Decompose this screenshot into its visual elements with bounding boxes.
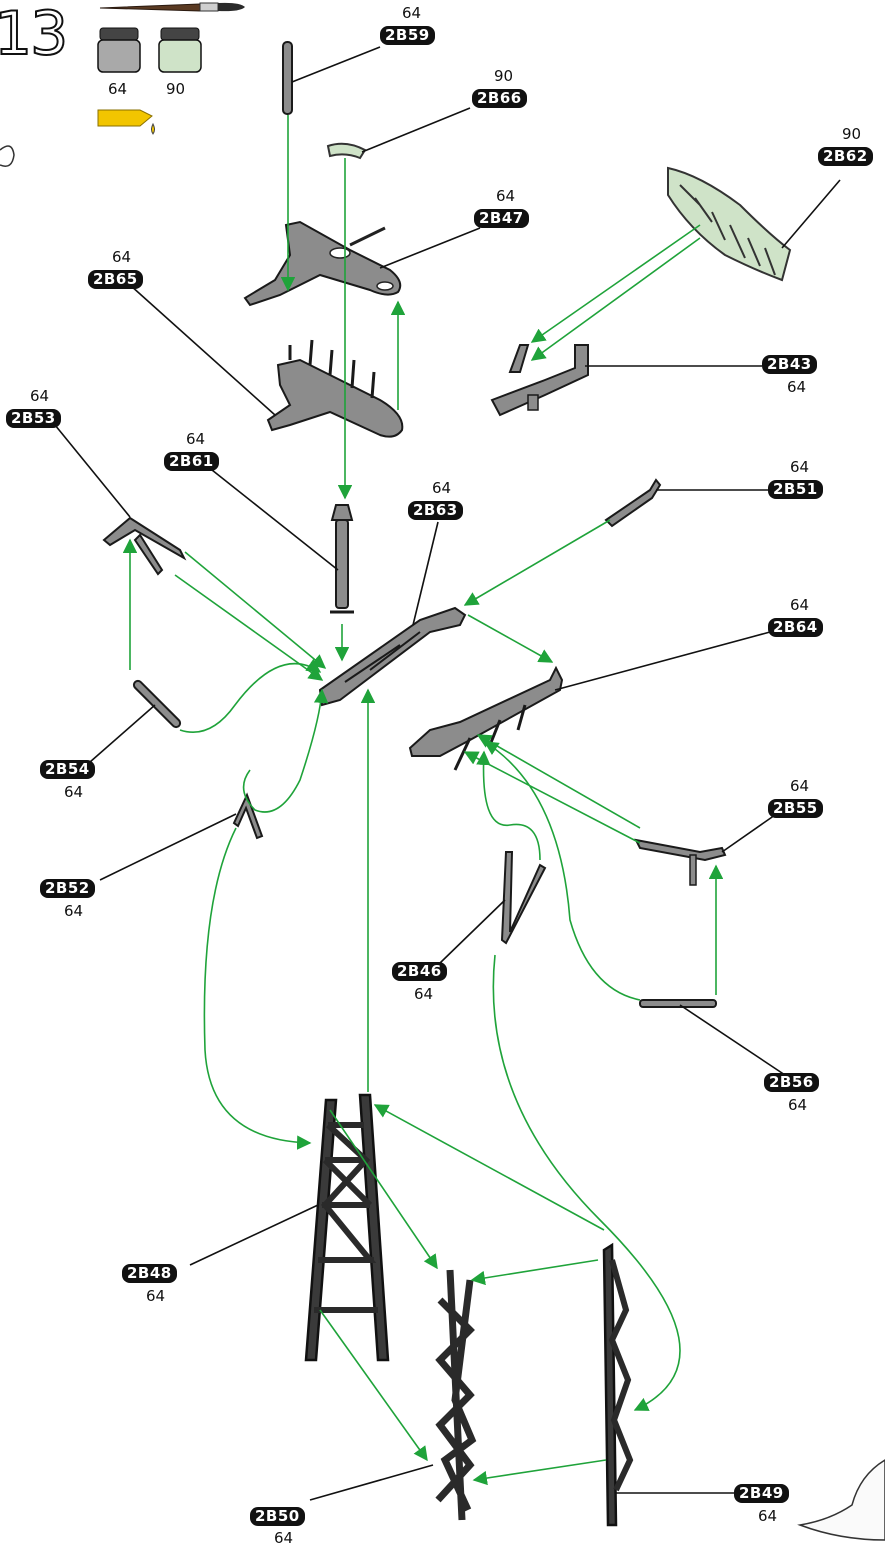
part-number-tag: 2B46 (392, 962, 447, 981)
part-2B43 (490, 344, 589, 417)
part-number-tag: 2B43 (762, 355, 817, 374)
part-number-tag: 2B56 (764, 1073, 819, 1092)
color-code: 90 (494, 67, 514, 85)
part-number-tag: 2B47 (474, 209, 529, 228)
part-2B62 (667, 166, 792, 282)
part-2B48 (304, 1093, 390, 1362)
part-number-tag: 2B66 (472, 89, 527, 108)
color-code: 64 (787, 378, 807, 396)
part-2B65 (266, 339, 404, 438)
partial-digit-shape (0, 145, 15, 167)
color-code: 64 (790, 458, 810, 476)
part-number-tag: 2B61 (164, 452, 219, 471)
color-code: 64 (30, 387, 50, 405)
part-number-tag: 2B52 (40, 879, 95, 898)
color-code: 90 (842, 125, 862, 143)
part-2B52 (232, 792, 264, 840)
paint-jar-icon (97, 27, 141, 73)
color-code: 64 (186, 430, 206, 448)
paint-code-label: 90 (166, 80, 186, 98)
color-code: 64 (788, 1096, 808, 1114)
part-2B64 (408, 665, 564, 771)
color-code: 64 (790, 596, 810, 614)
part-number-tag: 2B63 (408, 501, 463, 520)
part-number-tag: 2B55 (768, 799, 823, 818)
color-code: 64 (402, 4, 422, 22)
part-2B59 (282, 41, 293, 115)
part-number-tag: 2B64 (768, 618, 823, 637)
paint-jar-icon (158, 27, 202, 73)
part-2B61 (330, 504, 354, 614)
part-number-tag: 2B65 (88, 270, 143, 289)
color-code: 64 (414, 985, 434, 1003)
color-code: 64 (496, 187, 516, 205)
part-number-tag: 2B54 (40, 760, 95, 779)
paint-code-label: 64 (108, 80, 128, 98)
color-code: 64 (274, 1529, 294, 1547)
part-2B55 (634, 838, 727, 886)
color-code: 64 (146, 1287, 166, 1305)
part-2B50 (435, 1269, 477, 1521)
color-code: 64 (432, 479, 452, 497)
assembly-arrows (122, 115, 724, 1486)
color-code: 64 (112, 248, 132, 266)
part-2B51 (604, 478, 662, 528)
step-number: 13 (0, 0, 69, 69)
glue-tube-icon (97, 109, 155, 135)
part-2B54 (132, 679, 182, 729)
color-code: 64 (64, 902, 84, 920)
part-number-tag: 2B51 (768, 480, 823, 499)
part-2B56 (639, 999, 717, 1008)
part-number-tag: 2B53 (6, 409, 61, 428)
part-number-tag: 2B49 (734, 1484, 789, 1503)
page-curl-icon (797, 1459, 885, 1541)
part-number-tag: 2B62 (818, 147, 873, 166)
leader-lines (54, 46, 841, 1501)
color-code: 64 (758, 1507, 778, 1525)
part-number-tag: 2B50 (250, 1507, 305, 1526)
part-number-tag: 2B48 (122, 1264, 177, 1283)
part-2B49 (602, 1242, 634, 1527)
part-2B53 (102, 516, 187, 576)
part-2B46 (500, 851, 547, 945)
color-code: 64 (790, 777, 810, 795)
color-code: 64 (64, 783, 84, 801)
part-2B66 (326, 142, 367, 160)
part-number-tag: 2B59 (380, 26, 435, 45)
part-2B47 (243, 220, 402, 307)
paint-brush-icon (99, 2, 245, 12)
